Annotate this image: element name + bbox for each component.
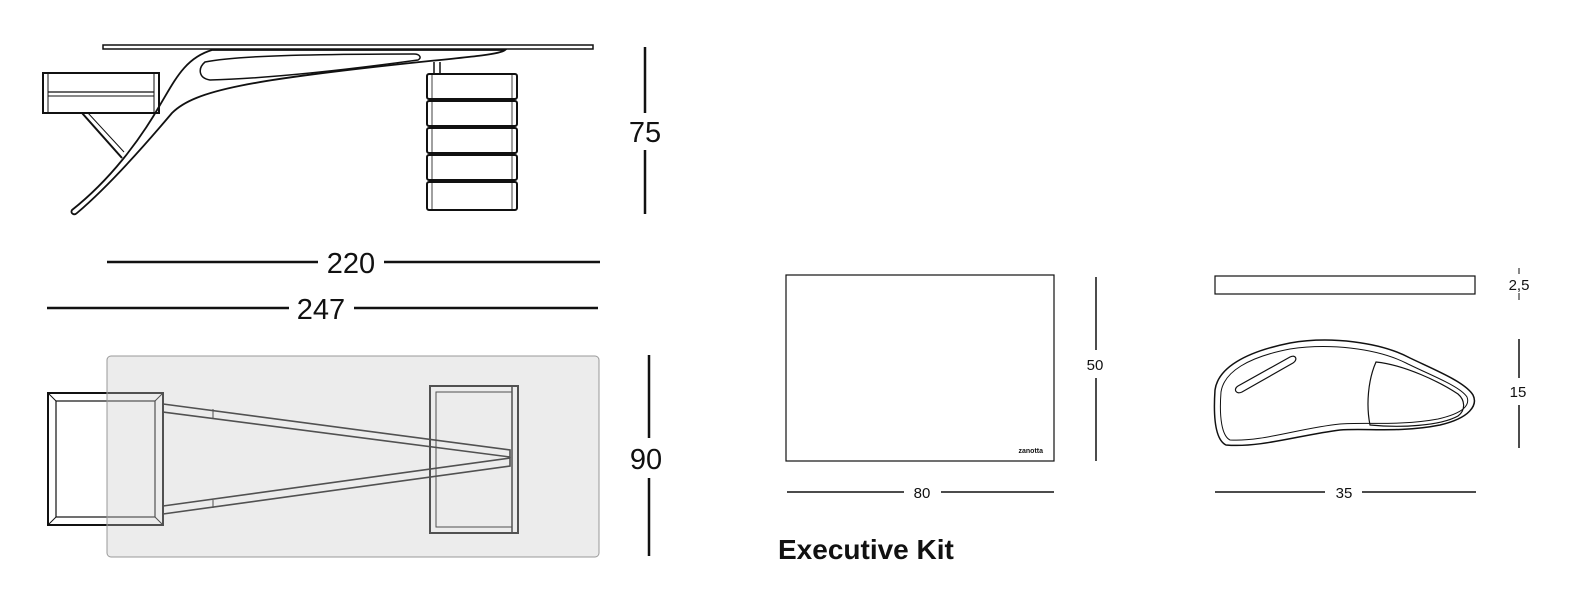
desk-side-view: [42, 44, 594, 216]
desk-tray: 2,5 15 35: [1213, 268, 1530, 502]
depth-label: 90: [630, 444, 662, 476]
desk-glass-outline: [106, 355, 600, 558]
tray-side-view: [1214, 275, 1476, 295]
desk-strut: [81, 112, 123, 159]
desk-curved-beam: [70, 49, 508, 216]
tray-depth-label: 15: [1510, 384, 1527, 401]
dimension-width-220: 220: [107, 248, 600, 280]
executive-kit-title: Executive Kit: [778, 534, 954, 565]
width-220-label: 220: [327, 248, 375, 280]
dimension-width-247: 247: [47, 294, 598, 326]
height-label: 75: [629, 117, 661, 149]
tray-top-view: [1213, 339, 1475, 447]
tray-thickness-label: 2,5: [1509, 277, 1530, 294]
desk-pad-outline: [785, 274, 1055, 462]
dimension-depth: 90: [630, 355, 662, 556]
dimension-height: 75: [629, 47, 661, 214]
desk-drawer-stack: [426, 62, 518, 211]
pad-logo: zanotta: [1019, 448, 1044, 455]
pad-height-label: 50: [1087, 357, 1104, 374]
desk-top-view: [47, 355, 600, 558]
desk-pad: zanotta 50 80: [785, 274, 1104, 502]
desk-left-drawer: [42, 72, 160, 114]
desk-glass-top: [102, 44, 594, 50]
width-247-label: 247: [297, 294, 345, 326]
desk-beam-cutout: [199, 53, 421, 81]
tray-width-label: 35: [1336, 485, 1353, 502]
pad-width-label: 80: [914, 485, 931, 502]
